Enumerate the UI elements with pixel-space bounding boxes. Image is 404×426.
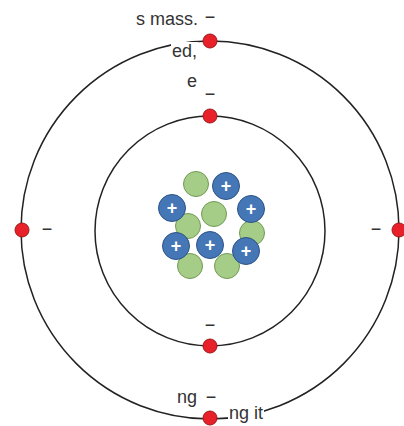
electron [15,223,29,237]
neutron [202,202,227,227]
proton-outline [233,238,260,265]
electron [203,339,217,353]
neutrons [176,172,265,279]
text-fragment: e [186,72,198,92]
charge-sign: + [162,232,190,255]
electron [203,411,217,425]
charge-sign: − [205,85,216,105]
neutron [184,172,209,197]
inner-orbit [95,116,325,346]
outer-orbit [21,41,399,419]
charge-sign: + [232,237,260,260]
proton: + [158,194,186,222]
proton-outline [163,233,190,260]
charge-sign: − [206,388,217,408]
charge-sign: − [42,220,53,240]
charge-sign: − [205,8,216,28]
proton-outline [159,195,186,222]
text-fragment: ed, [171,42,198,62]
proton: + [232,237,260,265]
electron [203,109,217,123]
text-fragment: ng it [228,404,264,424]
proton: + [212,172,240,200]
charge-sign: + [158,194,186,217]
charge-sign: + [212,172,240,195]
electron [392,223,404,237]
charge-sign: + [196,231,224,254]
charge-sign: − [205,316,216,336]
electron [203,34,217,48]
proton: + [162,232,190,260]
proton-outline [213,173,240,200]
text-fragment: ng [176,388,198,408]
proton: + [196,231,224,259]
charge-sign: + [237,195,265,218]
electrons [15,34,404,425]
proton-outline [238,196,265,223]
proton-outline [197,232,224,259]
text-fragment: s mass. [135,10,199,30]
charge-sign: − [371,220,382,240]
proton: + [237,195,265,223]
